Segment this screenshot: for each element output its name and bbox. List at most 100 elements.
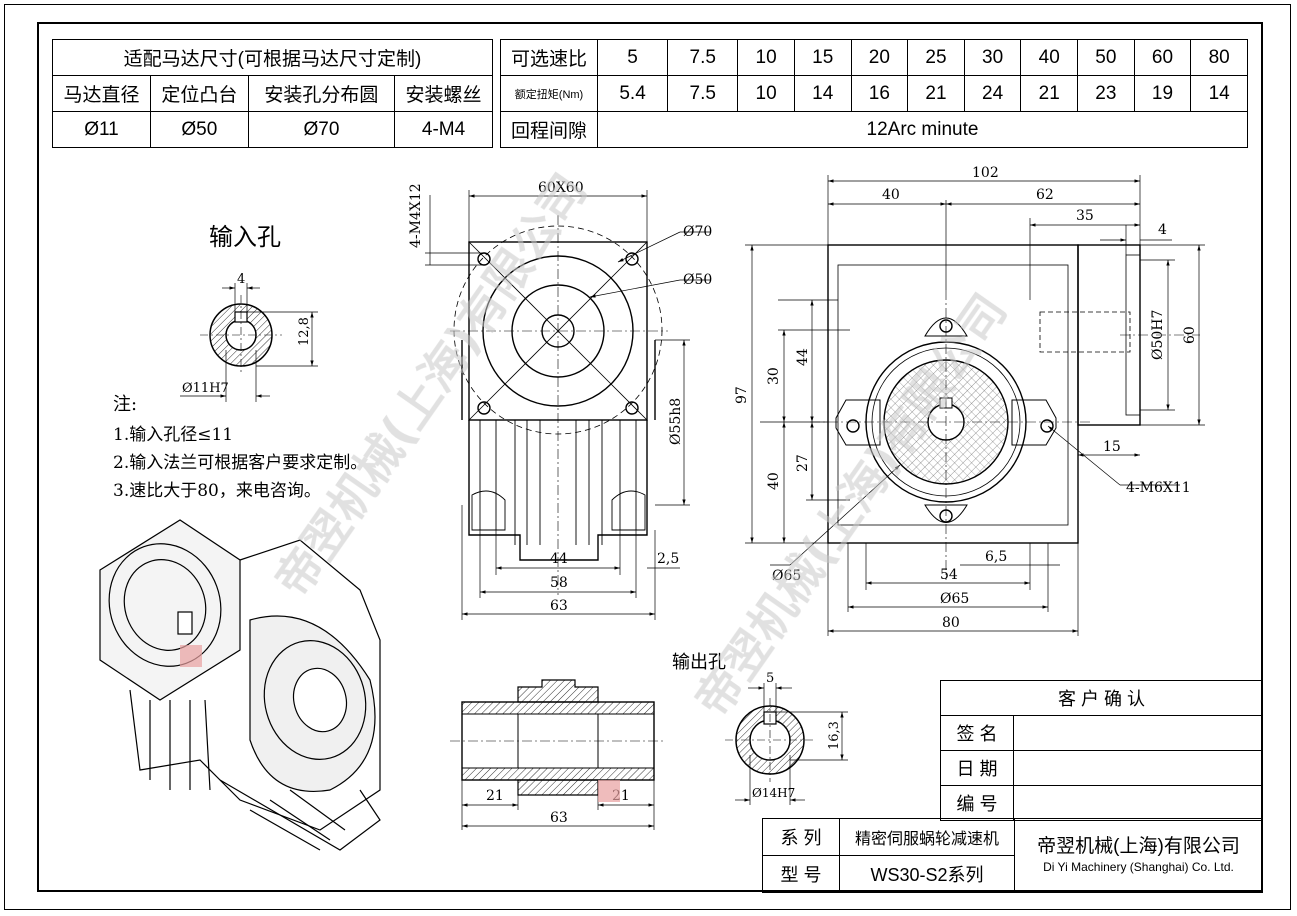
front-hole-bl (477, 401, 491, 415)
dim-6-5: 6,5 (985, 549, 1007, 565)
dim-58: 58 (550, 575, 568, 591)
dim-63: 63 (550, 598, 568, 614)
torque-value: 14 (793, 75, 852, 112)
dim-44: 44 (550, 551, 568, 567)
watermark-logo (180, 645, 620, 802)
front-view (425, 190, 710, 620)
input-bore-dim: Ø11H7 (182, 381, 229, 396)
ratio-value: 50 (1077, 39, 1135, 76)
motor-header-pilot: 定位凸台 (149, 75, 249, 112)
input-hole-section: 输入孔 4 12,8 Ø11H7 (180, 223, 318, 402)
torque-value: 14 (1190, 75, 1248, 112)
backlash-label: 回程间隙 (500, 111, 598, 148)
output-key-top (517, 679, 599, 703)
company-name-en: Di Yi Machinery (Shanghai) Co. Ltd. (1043, 860, 1234, 875)
ratio-label: 可选速比 (500, 39, 598, 76)
ratio-value: 20 (850, 39, 909, 76)
front-view-labels: 60X60 4-M4X12 Ø70 Ø50 Ø55h8 44 58 63 2,5 (408, 180, 712, 614)
dim-65: Ø65 (940, 591, 969, 607)
ratio-value: 60 (1133, 39, 1192, 76)
watermark-text-1: 帝翌机械(上海)有限公司 (265, 164, 597, 606)
dim-4-side: 4 (1158, 222, 1167, 238)
dim-30: 30 (766, 367, 782, 385)
output-dim-21a: 21 (486, 788, 504, 804)
output-bore-dim: Ø14H7 (752, 786, 795, 800)
torque-value: 24 (963, 75, 1022, 112)
backlash-value: 12Arc minute (597, 111, 1248, 148)
sign-label: 签 名 (940, 715, 1014, 751)
front-hole-tl (477, 252, 491, 266)
dim-pcd: Ø70 (683, 224, 712, 240)
dim-50h7: Ø50H7 (1150, 310, 1166, 360)
dim-body: Ø55h8 (668, 398, 684, 445)
dim-15: 15 (1103, 439, 1121, 455)
dim-102: 102 (972, 165, 999, 181)
motor-value-screw: 4-M4 (394, 111, 493, 148)
dim-97: 97 (734, 386, 750, 404)
motor-header-screw: 安装螺丝 (394, 75, 493, 112)
dim-35: 35 (1076, 208, 1094, 224)
logo-mark-2 (598, 780, 620, 802)
dim-44-side: 44 (795, 348, 811, 366)
dim-40-top: 40 (882, 187, 900, 203)
torque-value: 7.5 (667, 75, 739, 112)
side-view (745, 175, 1205, 636)
isometric-view (99, 519, 381, 851)
motor-value-pilot: Ø50 (149, 111, 249, 148)
drawing-border-outer (4, 4, 1291, 910)
input-hole-title: 输入孔 (209, 223, 281, 251)
model-label: 型 号 (762, 855, 840, 893)
number-field (1013, 785, 1263, 821)
motor-value-diameter: Ø11 (52, 111, 151, 148)
input-height-dim: 12,8 (297, 317, 312, 346)
motor-header-diameter: 马达直径 (52, 75, 151, 112)
dim-pilot: Ø50 (683, 272, 712, 288)
motor-table-title: 适配马达尺寸(可根据马达尺寸定制) (52, 39, 493, 76)
ratio-value: 10 (737, 39, 795, 76)
dim-60: 60 (1182, 326, 1198, 344)
note-1: 1.输入孔径≤11 (113, 425, 233, 445)
ratio-value: 80 (1190, 39, 1248, 76)
company-name-cn: 帝翌机械(上海)有限公司 (1037, 836, 1240, 858)
title-block: 系 列 精密伺服蜗轮减速机 帝翌机械(上海)有限公司 Di Yi Machine… (762, 818, 1263, 893)
dim-screw: 4-M4X12 (408, 183, 424, 248)
customer-confirm-title: 客 户 确 认 (940, 680, 1263, 716)
date-field (1013, 750, 1263, 786)
front-hole-tr (625, 252, 639, 266)
output-dim-63: 63 (550, 810, 568, 826)
dim-27: 27 (795, 454, 811, 472)
dim-80: 80 (942, 615, 960, 631)
customer-confirm-table: 客 户 确 认 签 名 日 期 编 号 (940, 680, 1263, 821)
torque-value: 21 (1020, 75, 1079, 112)
output-hole-title: 输出孔 (672, 652, 726, 673)
ratio-value: 15 (793, 39, 852, 76)
torque-value: 21 (907, 75, 965, 112)
model-value: WS30-S2系列 (839, 855, 1015, 893)
note-2: 2.输入法兰可根据客户要求定制。 (113, 453, 367, 473)
logo-mark-1 (180, 645, 202, 667)
drawing-border-inner (37, 22, 1263, 892)
motor-value-pcd: Ø70 (247, 111, 396, 148)
notes: 注: 1.输入孔径≤11 2.输入法兰可根据客户要求定制。 3.速比大于80，来… (113, 394, 367, 501)
input-key-dim: 4 (237, 272, 245, 287)
dim-2-5: 2,5 (657, 551, 679, 567)
sign-field (1013, 715, 1263, 751)
output-height-dim: 16,3 (827, 721, 842, 750)
notes-title: 注: (113, 394, 137, 415)
dim-65-leader: Ø65 (772, 568, 801, 584)
series-label: 系 列 (762, 818, 840, 856)
side-view-labels: 102 40 62 35 4 Ø50H7 60 97 44 30 27 40 1… (734, 165, 1198, 631)
dim-62: 62 (1036, 187, 1054, 203)
dim-m6: 4-M6X11 (1126, 480, 1191, 496)
output-hole-section: 输出孔 21 21 63 5 16,3 (450, 652, 848, 830)
dim-54: 54 (940, 567, 958, 583)
note-3: 3.速比大于80，来电咨询。 (113, 481, 321, 501)
dim-flange: 60X60 (538, 180, 584, 196)
number-label: 编 号 (940, 785, 1014, 821)
dim-40-side: 40 (766, 472, 782, 490)
torque-label: 额定扭矩(Nm) (500, 75, 598, 112)
side-flange (1077, 244, 1141, 426)
motor-header-pcd: 安装孔分布圆 (247, 75, 396, 112)
